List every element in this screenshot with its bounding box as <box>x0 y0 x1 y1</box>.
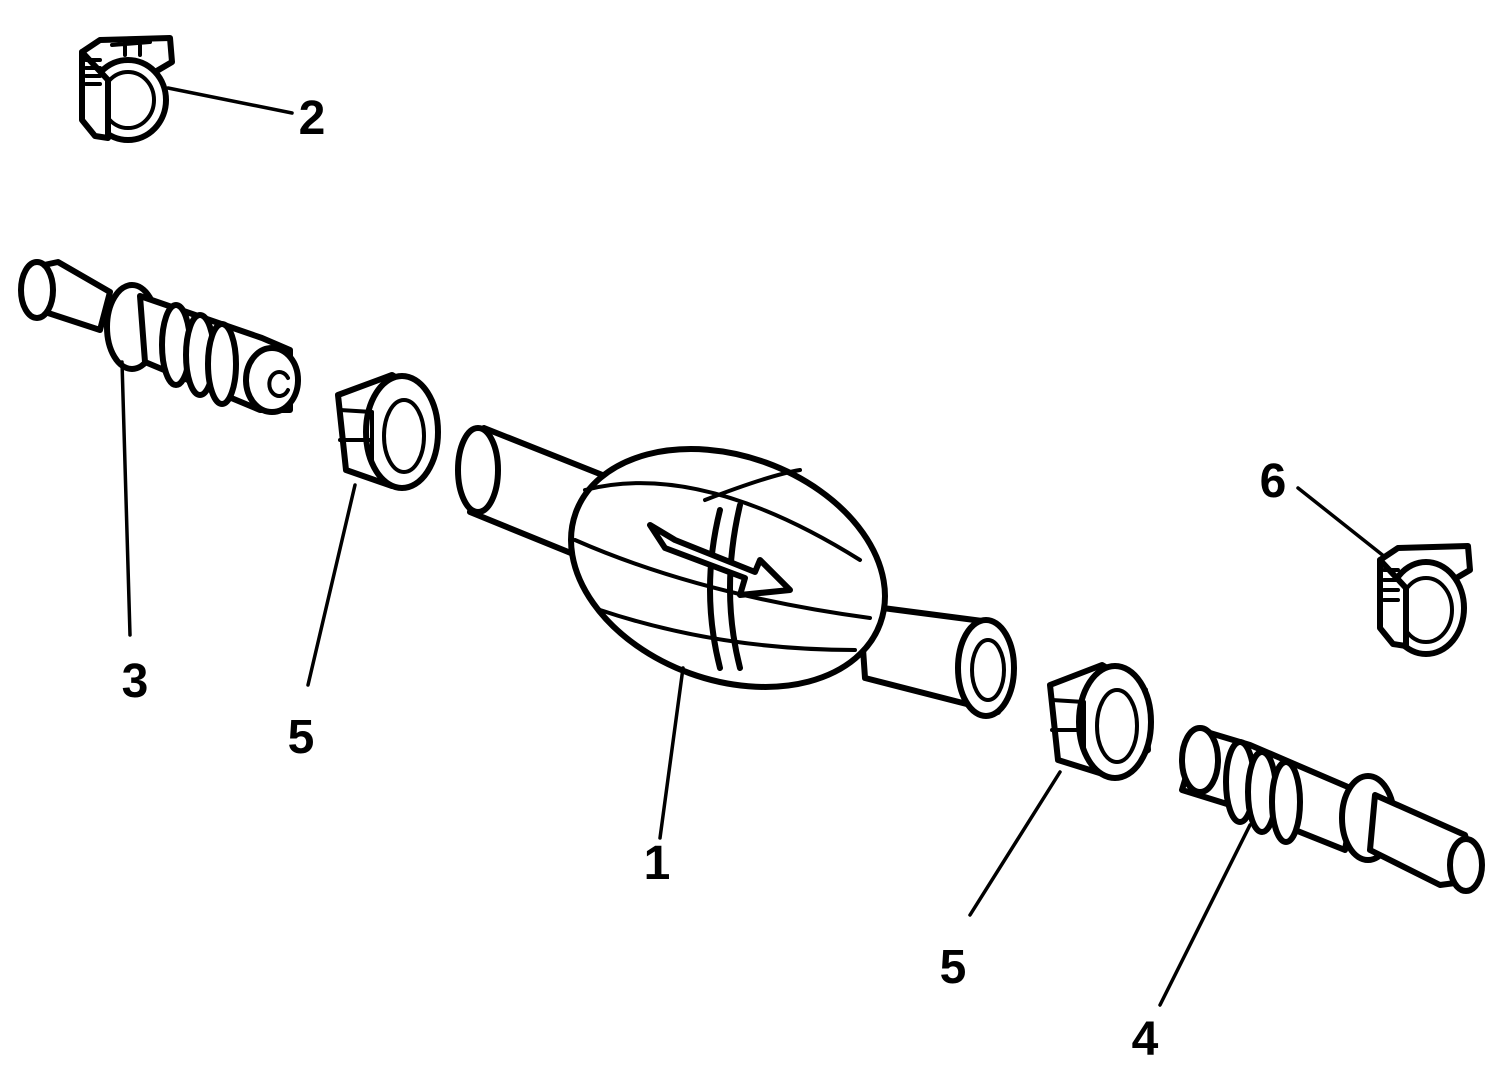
callout-label-5-right: 5 <box>939 941 967 994</box>
nut-left <box>335 372 441 491</box>
leader-5-right <box>968 770 1062 917</box>
hose-clamp-top <box>79 35 175 143</box>
callout-label-5-left: 5 <box>287 711 315 764</box>
leader-3 <box>120 360 132 637</box>
callout-label-2: 2 <box>298 92 326 145</box>
leader-2 <box>166 86 294 115</box>
callout-label-1: 1 <box>643 837 671 890</box>
primer-bulb <box>455 425 1017 719</box>
leader-5-left <box>306 483 357 687</box>
leader-4 <box>1158 823 1252 1007</box>
nut-right <box>1047 662 1154 781</box>
callout-label-3: 3 <box>121 655 149 708</box>
leader-1 <box>658 666 685 840</box>
callout-label-4: 4 <box>1131 1013 1159 1066</box>
hose-clamp-right <box>1377 543 1473 657</box>
leader-6 <box>1296 486 1387 559</box>
hose-fitting-left <box>18 259 301 415</box>
callout-label-6: 6 <box>1259 455 1287 508</box>
hose-fitting-right <box>1179 725 1485 894</box>
